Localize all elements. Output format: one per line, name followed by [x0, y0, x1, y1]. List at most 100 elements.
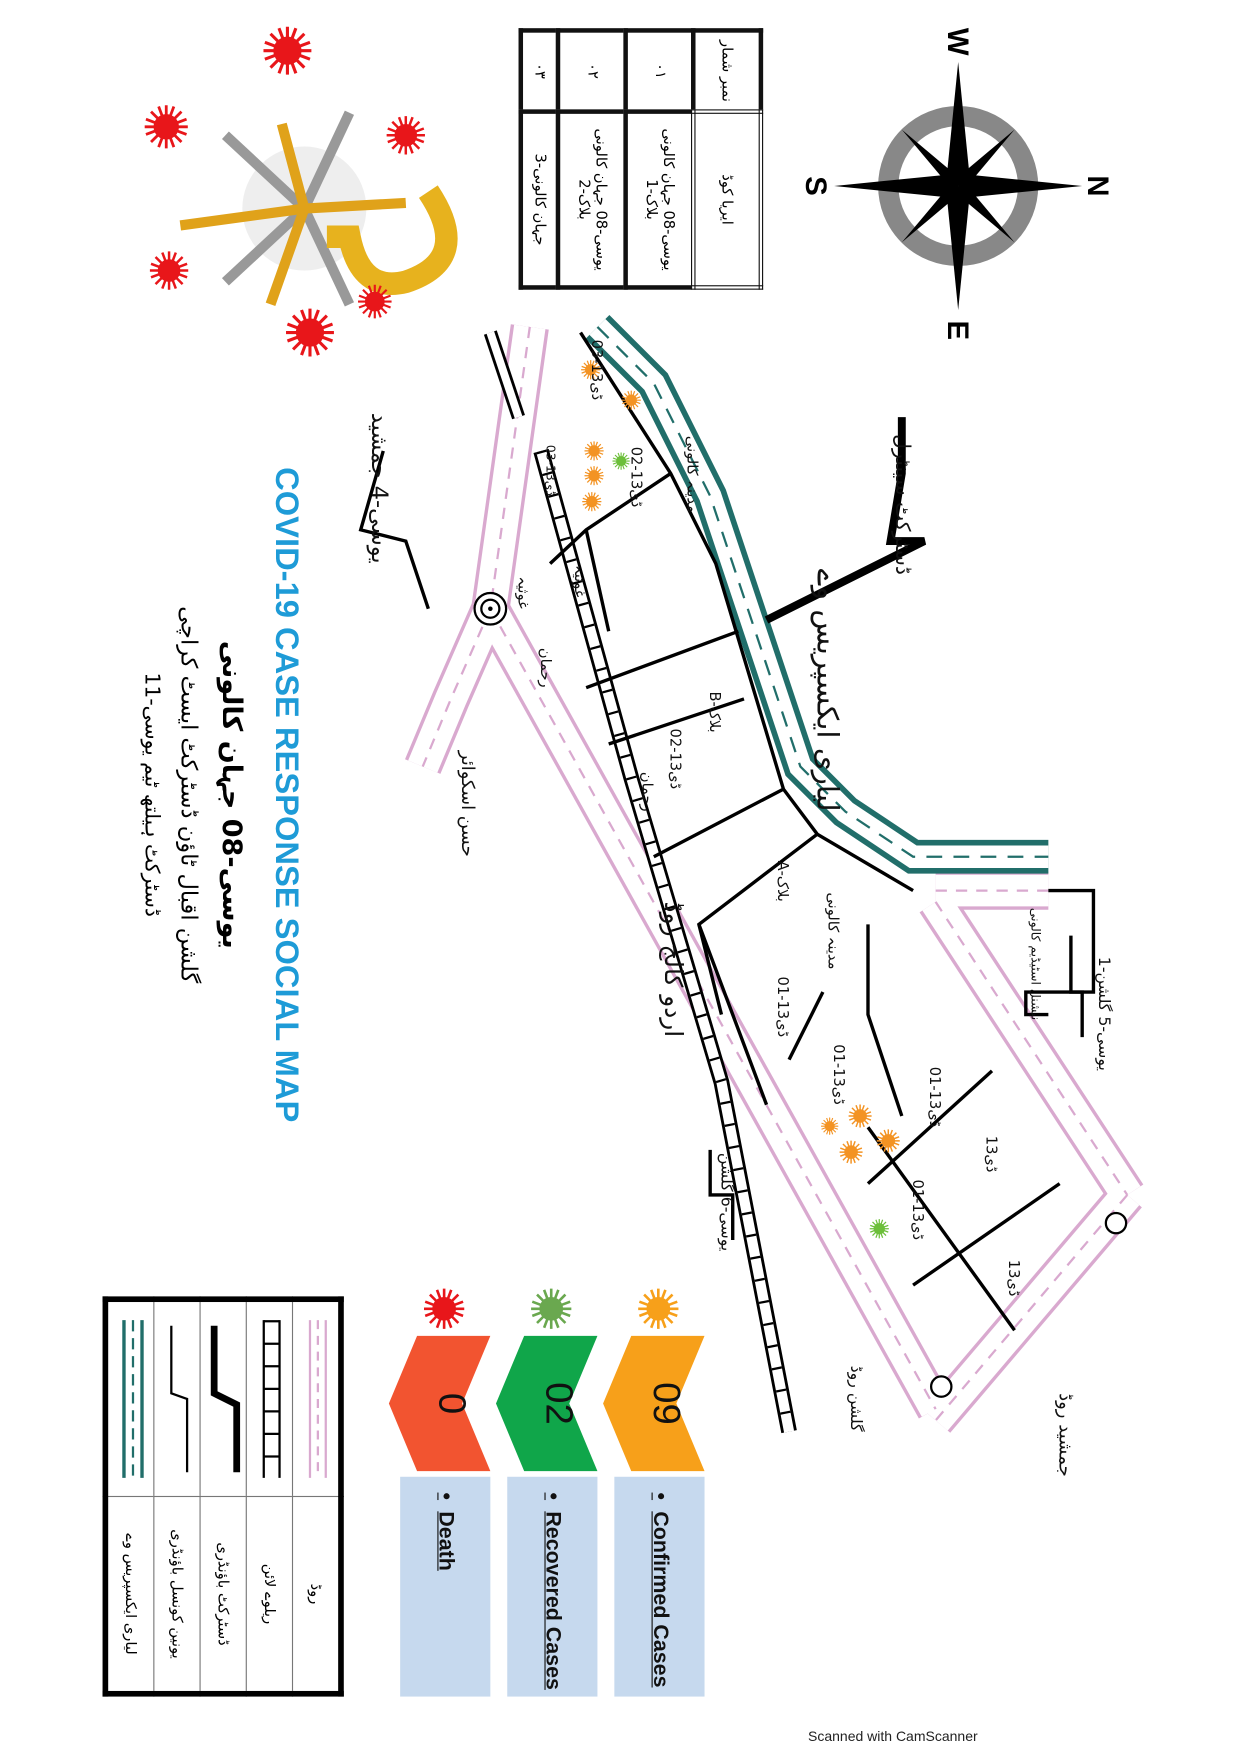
- table-header-area: ایریا کوڈ: [693, 111, 761, 288]
- roads: [405, 324, 1144, 1433]
- confirmed-count: 09: [644, 1382, 688, 1425]
- death-label-box: •Death: [400, 1476, 491, 1697]
- legend-item-road: روڈ: [292, 1299, 341, 1694]
- area-label: ڈی13: [1005, 1260, 1022, 1297]
- lyari-label: لیاری ایکسپریس وے: [809, 569, 844, 812]
- district-boundary-symbol: [210, 1325, 241, 1473]
- road-symbol: [308, 1320, 327, 1478]
- lyari-expressway: [585, 314, 1049, 874]
- railway-symbol: [262, 1320, 281, 1478]
- camscanner-footer: Scanned with CamScanner: [808, 1728, 978, 1744]
- hasan-square-label: حسن اسکوائر: [457, 750, 478, 857]
- area-label: ڈی13: [982, 1136, 999, 1173]
- confirmed-case-marker: [583, 465, 605, 486]
- area-label: ڈی13-01: [909, 1179, 926, 1240]
- expressway-symbol: [122, 1320, 144, 1478]
- recovered-chevron: [495, 1335, 598, 1472]
- confirmed-virus-icon: [636, 1287, 680, 1331]
- virus-icon: [356, 283, 393, 320]
- railway-line: [483, 330, 797, 1434]
- uc-boundary-symbol: [170, 1325, 189, 1473]
- subtitle-town: گلشن اقبال ٹاؤن ڈسٹرکٹ ایسٹ کراچی: [175, 606, 203, 984]
- area-name: یوسی-08 جہان کالونی بلاک-1: [625, 111, 694, 288]
- compass-w: W: [941, 28, 974, 56]
- virus-icon: [261, 25, 313, 77]
- area-label: مدینہ کالونی: [825, 892, 842, 969]
- confirmed-case-marker: [581, 491, 603, 512]
- compass-rose: N S E W: [799, 28, 1114, 340]
- jamshed-road-label: جمشید روڈ: [1055, 1393, 1076, 1477]
- subtitle-team: ڈسٹرکٹ ہیلتھ ٹیم یوسی-11: [139, 672, 164, 917]
- legend-label: یونین کونسل باؤنڈری: [153, 1496, 201, 1694]
- recovered-label-box: •Recovered Cases: [507, 1476, 598, 1697]
- uc6-label: یوسی-6 گلشن: [716, 1153, 736, 1251]
- legend-label: روڈ: [292, 1496, 341, 1694]
- area-label: رحمان: [639, 772, 656, 812]
- confirmed-chevron: [603, 1335, 705, 1472]
- legend-table: روڈ ریلوے لائن ڈسٹرکٹ باؤنڈری یونین کونس…: [102, 1296, 344, 1697]
- stadium-colony-label: نیشنل اسٹیڈیم کالونی: [1027, 908, 1043, 1020]
- uc5-label: یوسی-5 گلشن-1: [1094, 957, 1114, 1071]
- confirmed-case-marker: [820, 1116, 839, 1136]
- legend-item-uc-boundary: یونین کونسل باؤنڈری: [153, 1299, 201, 1694]
- legend-label: ریلوے لائن: [246, 1496, 293, 1694]
- area-label: بلاک-A: [774, 861, 791, 902]
- virus-icon: [284, 307, 336, 359]
- confirmed-case-marker: [847, 1103, 873, 1129]
- legend-item-district-boundary: ڈسٹرکٹ باؤنڈری: [200, 1299, 247, 1694]
- map-labels: ڈی13-03 ڈی13-03 ڈی13-02 ڈی13-02 مدینہ کا…: [366, 340, 1114, 1477]
- block-boundaries: [358, 331, 1096, 1332]
- confirmed-case-marker: [876, 1128, 901, 1154]
- virus-icon: [143, 103, 190, 150]
- roundabout-icon: [929, 1375, 953, 1398]
- compass-e: E: [941, 321, 974, 341]
- legend-label: ڈسٹرکٹ باؤنڈری: [200, 1496, 247, 1694]
- virus-spread-graphic: [143, 25, 458, 359]
- recovered-label: Recovered Cases: [541, 1511, 565, 1690]
- area-label: ڈی13-01: [926, 1067, 943, 1128]
- subtitle-uc: یوسی-08 جہان کالونی: [216, 640, 248, 949]
- uc4-label: یوسی-4 جمشید: [366, 413, 392, 564]
- area-label: ڈی13-02: [627, 447, 644, 508]
- legend-label: لیاری ایکسپریس وے: [105, 1496, 154, 1694]
- confirmed-case-marker: [838, 1139, 864, 1165]
- recovered-count: 02: [537, 1382, 581, 1425]
- area-label: ڈی13-03: [588, 340, 605, 401]
- area-name: جہان کالونی-3: [520, 111, 559, 288]
- area-label: رحمان: [537, 648, 554, 688]
- area-label: ڈی13-03: [544, 445, 559, 496]
- roundabout-icon: [473, 591, 508, 626]
- area-label: بلاک-B: [706, 691, 723, 732]
- recovered-case-marker: [869, 1218, 890, 1239]
- area-name: یوسی-08 جہان کالونی بلاک-2: [558, 111, 626, 288]
- roundabout-icon: [1104, 1211, 1128, 1235]
- recovered-virus-icon: [529, 1287, 573, 1331]
- area-label: ڈی13-01: [774, 977, 791, 1038]
- death-label: Death: [433, 1511, 458, 1571]
- legend-item-railway: ریلوے لائن: [246, 1299, 293, 1694]
- area-label: ڈی13-02: [667, 729, 684, 790]
- virus-icon: [385, 114, 427, 156]
- stat-chevrons: [388, 1287, 705, 1472]
- confirmed-case-marker: [621, 389, 642, 411]
- compass-s: S: [799, 176, 832, 196]
- district-central-label: ڈسٹرکٹ سینٹرل: [891, 434, 915, 575]
- death-chevron: [388, 1335, 491, 1472]
- compass-n: N: [1081, 175, 1114, 196]
- confirmed-label: Confirmed Cases: [648, 1511, 672, 1688]
- urdu-college-road-label: اردو کالج روڈ: [659, 902, 688, 1038]
- area-label: غوثیہ: [515, 576, 532, 609]
- death-count: 0: [430, 1392, 474, 1415]
- area-no: ۰۲: [558, 30, 626, 112]
- area-no: ۰۱: [625, 30, 694, 112]
- table-header-no: نمبر شمار: [693, 30, 761, 112]
- death-virus-icon: [422, 1287, 466, 1331]
- virus-icon: [148, 250, 190, 291]
- area-no: ۰۳: [520, 30, 559, 112]
- area-label: غوثیہ: [571, 565, 588, 598]
